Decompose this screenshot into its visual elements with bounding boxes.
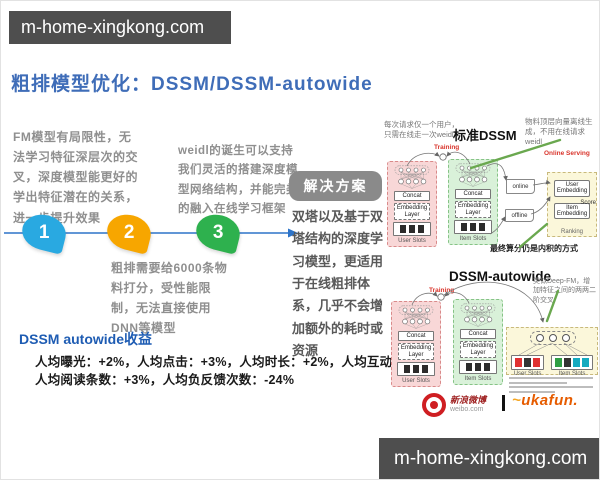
slots-graphic [459,359,497,374]
step-3-description: weidl的诞生可以支持我们灵活的搭建深度模型网络结构，并能完美的融入在线学习框… [178,145,298,215]
neural-net-graphic [453,163,493,187]
tower-label: User Slots [398,237,426,244]
watermark-banner-top: m-home-xingkong.com [9,11,231,44]
concat-box: Concat [394,191,430,202]
autowide-note-right: 类似Deep-FM，增加特征之间的两两二阶交叉 [533,278,596,304]
watermark-text: m-home-xingkong.com [21,17,205,37]
slots-graphic [397,361,435,376]
std-dssm-training-label: Training [434,144,460,151]
tower-label: Item Slots [459,235,487,242]
step-2-description: 粗排需要给6000条物料打分，受性能限制，无法直接使用DNN等模型 [111,261,228,336]
solution-label: 解决方案 [289,171,382,201]
partner-logo: ~ukafun. [512,392,578,409]
embedding-layer-box: Embedding Layer [398,343,434,360]
concat-box: Concat [460,329,496,340]
swoosh-icon: ~ [512,392,522,409]
neural-net-graphic [392,165,432,189]
slots-graphic [393,221,431,236]
wide-user-label: User Slots [513,371,542,377]
weibo-logo: 新浪微博 weibo.com [422,393,486,417]
embedding-layer-box: Embedding Layer [455,201,491,218]
item-embedding-box: Item Embedding [554,202,590,220]
tower-label: Item Slots [464,375,492,382]
solution-description: 双塔以及基于双塔结构的深度学习模型，更适用于在线粗排体系，几乎不会增加额外的耗时… [292,209,384,359]
std-dssm-note-right: 物料顶层向量离线生成，不用在线请求weidl [525,117,593,147]
embedding-layer-box: Embedding Layer [394,203,430,220]
fine-print-placeholder [509,377,593,393]
online-doc-node: online [506,179,535,194]
embedding-layer-box: Embedding Layer [460,341,496,358]
cross-units-graphic [530,331,576,345]
autowide-cross-box: User Slots Item Slots [506,327,598,377]
cross-lines-graphic [518,343,588,356]
step-1-number: 1 [38,221,50,243]
benefits-heading: DSSM autowide收益 [19,331,153,347]
score-label: Score [580,200,596,206]
watermark-text: m-home-xingkong.com [394,447,588,469]
autowide-user-tower: Concat Embedding Layer User Slots [391,301,441,387]
logo-divider [502,395,505,411]
weibo-cn-text: 新浪微博 [450,395,487,406]
concat-box: Concat [455,189,491,200]
slots-graphic [454,219,492,234]
online-serving-box: User Embedding Item Embedding Score Rank… [547,172,597,237]
std-dssm-online-serving-label: Online Serving [544,150,590,157]
std-dssm-title: 标准DSSM [453,128,517,143]
watermark-banner-bottom: m-home-xingkong.com [379,438,599,479]
autowide-training-label: Training [429,287,455,294]
user-slots-graphic [511,355,544,370]
benefits-line-2: 人均阅读条数：+3%，人均负反馈次数：-24% [35,373,295,387]
concat-box: Concat [398,331,434,342]
std-dssm-note-left: 每次请求仅一个用户，只需在线走一次weidl [384,120,459,140]
std-user-tower: Concat Embedding Layer User Slots [387,161,437,247]
step-3-number: 3 [212,221,224,243]
std-dssm-note-bottom: 最终算分仍是内积的方式 [490,244,578,253]
autowide-title: DSSM-autowide [449,269,552,284]
weibo-url-text: weibo.com [450,406,484,414]
user-embedding-box: User Embedding [554,180,590,197]
offline-doc-node: offline [505,209,534,222]
partner-logo-text: ukafun. [521,392,579,409]
tower-label: User Slots [402,377,430,384]
wide-item-group: Item Slots [551,355,593,377]
page-title: 粗排模型优化：DSSM/DSSM-autowide [11,74,373,95]
autowide-item-tower: Concat Embedding Layer Item Slots [453,299,503,385]
step-2-number: 2 [123,221,135,243]
weibo-eye-icon [422,393,446,417]
benefits-line-1: 人均曝光：+2%，人均点击：+3%，人均时长：+2%，人均互动：+8%， [35,355,444,369]
wide-user-group: User Slots [511,355,544,377]
ranking-label: Ranking [560,229,583,235]
item-slots-graphic [551,355,593,370]
neural-net-graphic [458,303,498,327]
neural-net-graphic [396,305,436,329]
step-1-description: FM模型有局限性，无法学习特征深层次的交叉，深度模型能更好的学出特征潜在的关系，… [13,130,139,225]
wide-item-label: Item Slots [558,371,586,377]
std-item-tower: Concat Embedding Layer Item Slots [448,159,498,245]
